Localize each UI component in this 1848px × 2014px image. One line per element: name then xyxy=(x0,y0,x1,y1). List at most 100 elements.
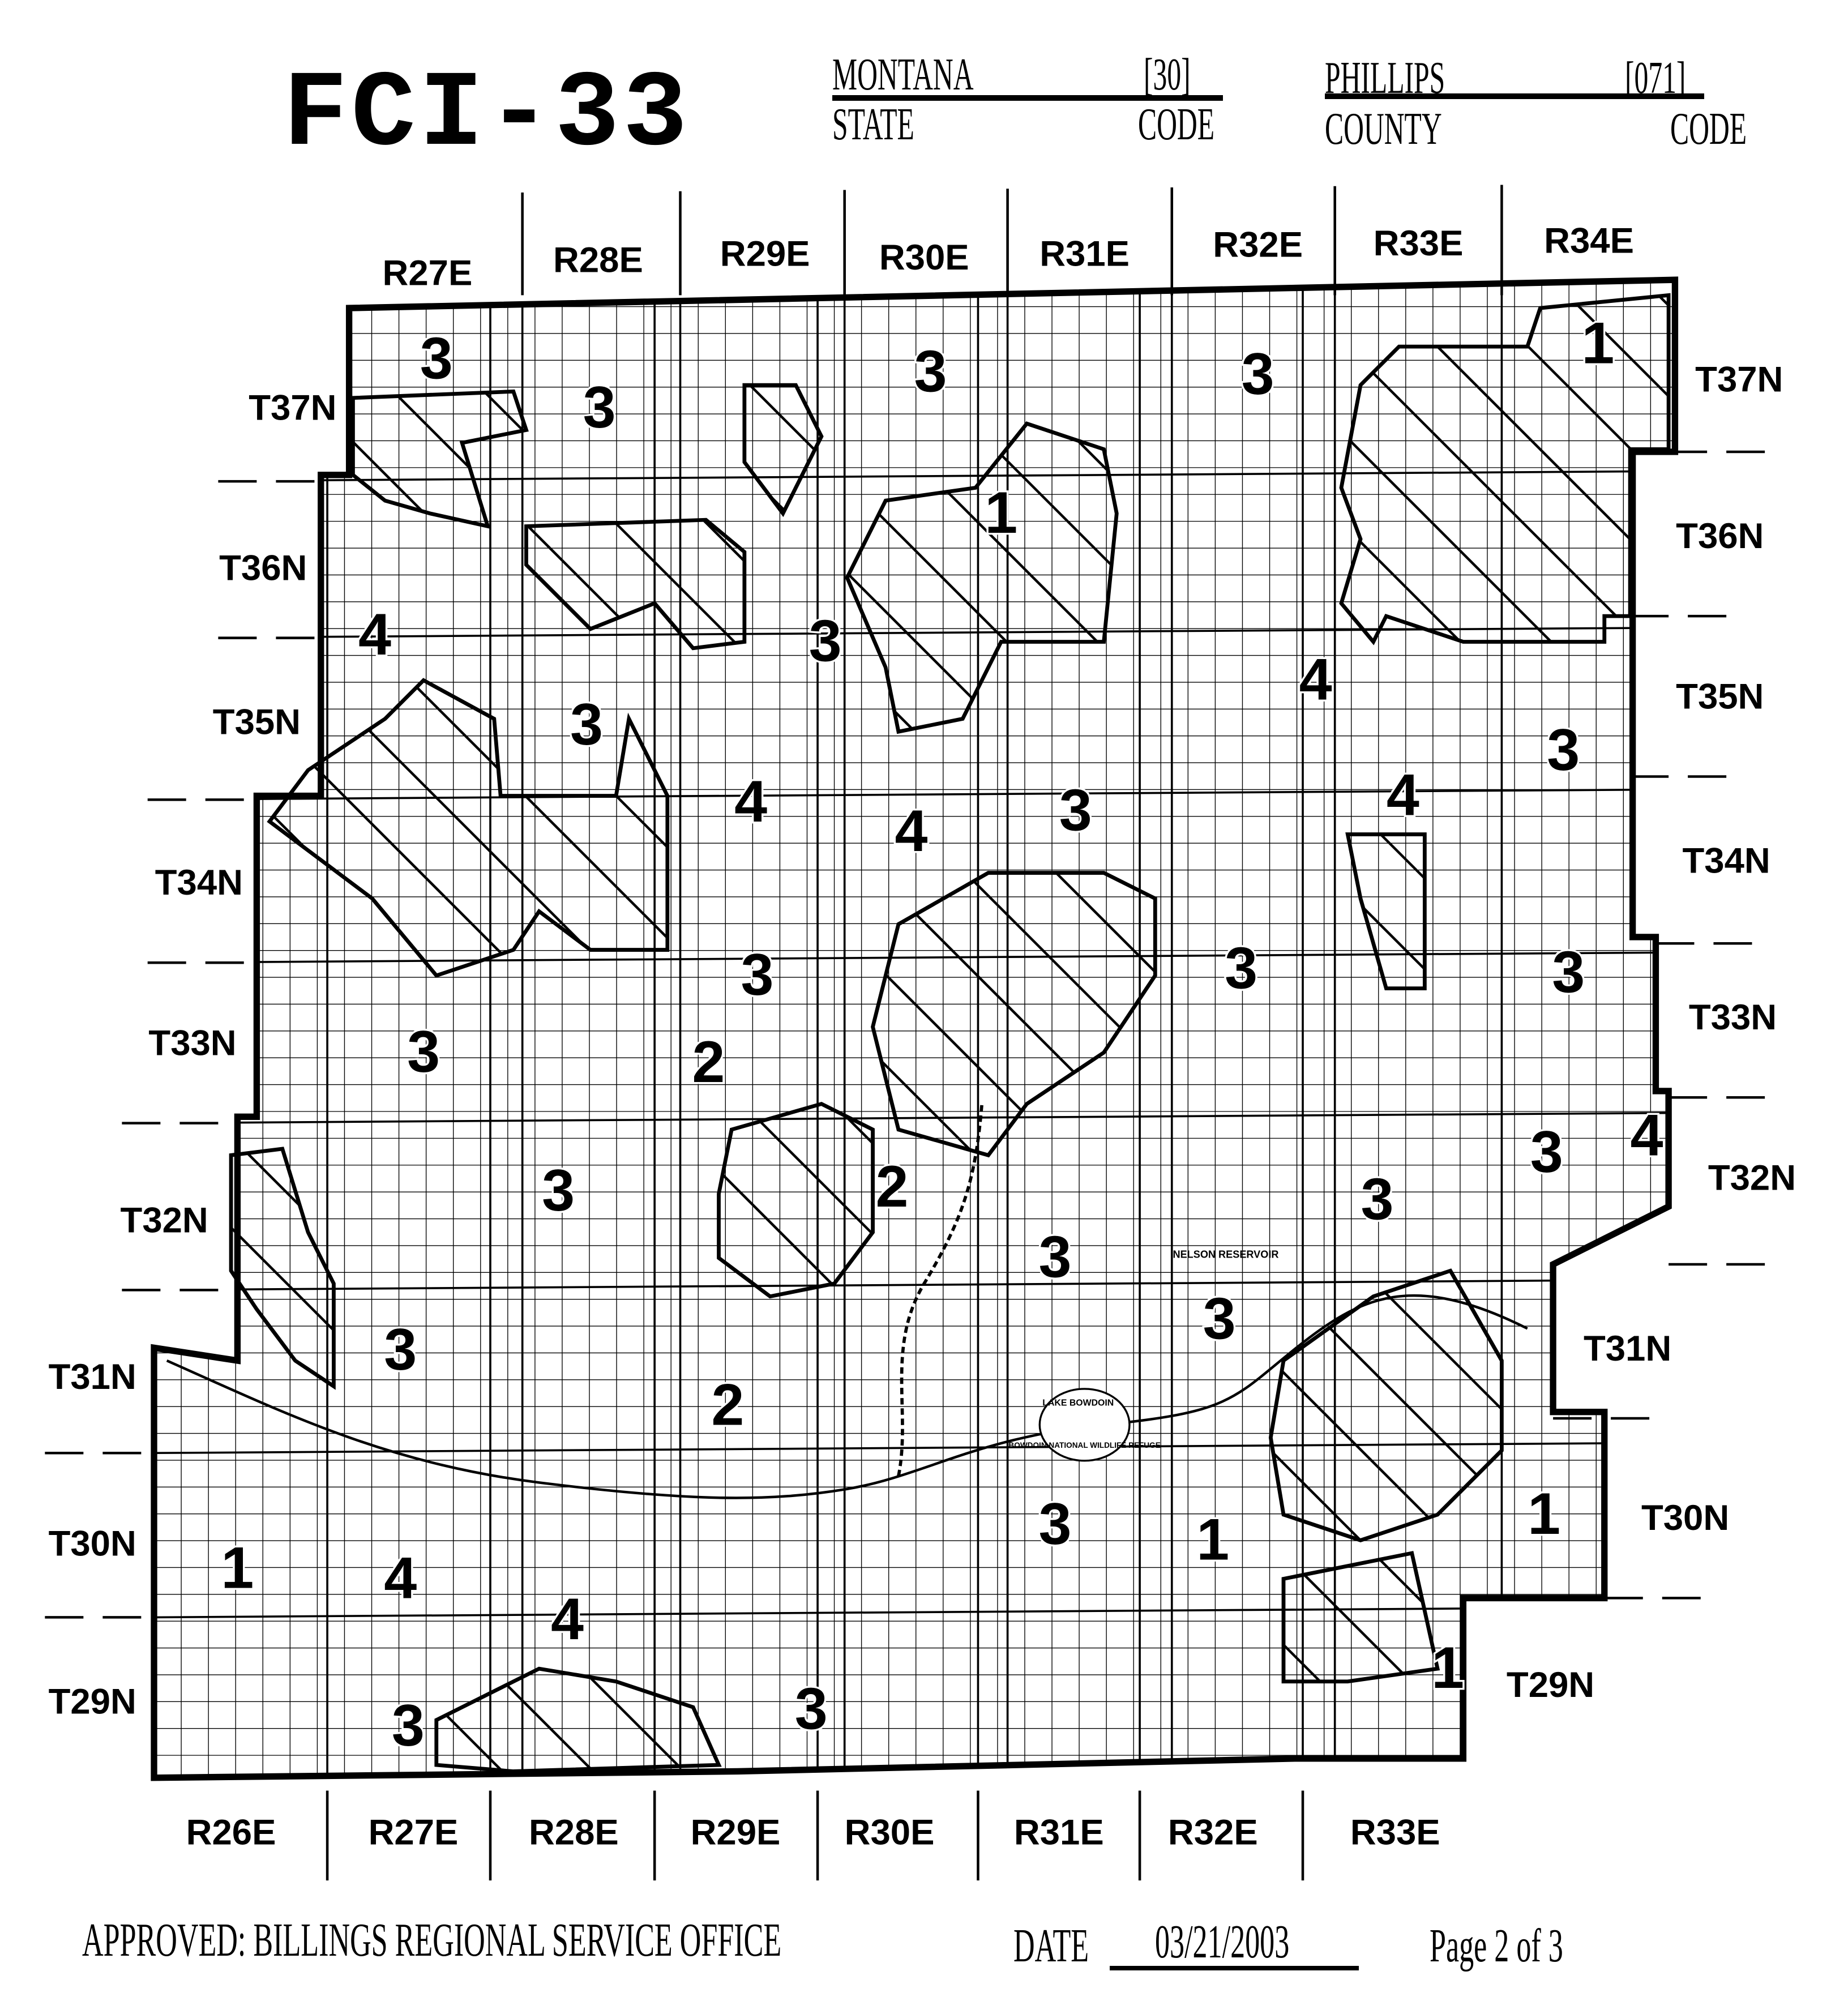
zone-label-3: 3 xyxy=(1242,341,1274,407)
zone-label-3: 3 xyxy=(1361,1167,1393,1233)
zone-label-3: 3 xyxy=(1038,1491,1071,1557)
township-label-left: T31N xyxy=(49,1357,136,1397)
zone-label-4: 4 xyxy=(384,1545,417,1611)
range-label-top: R31E xyxy=(1040,234,1130,273)
hatched-area xyxy=(845,421,1119,734)
zone-label-4: 4 xyxy=(1299,647,1332,713)
hatched-area xyxy=(524,518,747,651)
zone-label-1: 1 xyxy=(1581,311,1614,377)
zone-label-3: 3 xyxy=(1059,778,1092,844)
township-label-left: T37N xyxy=(249,388,336,427)
range-label-top: R27E xyxy=(383,253,473,293)
zone-label-3: 3 xyxy=(542,1158,575,1224)
range-label-top: R34E xyxy=(1544,221,1634,261)
zone-label-3: 3 xyxy=(1225,936,1257,1002)
zone-label-4: 4 xyxy=(358,602,391,668)
hatched-area xyxy=(434,1666,722,1773)
hatched-area xyxy=(351,389,529,529)
zone-label-3: 3 xyxy=(570,692,603,758)
township-label-right: T31N xyxy=(1584,1329,1671,1369)
zone-label-3: 3 xyxy=(1530,1119,1563,1185)
range-label-bottom: R26E xyxy=(186,1813,276,1853)
township-label-right: T37N xyxy=(1695,360,1783,399)
date-label: DATE xyxy=(1013,1919,1089,1972)
township-label-left: T36N xyxy=(219,549,307,588)
township-label-left: T29N xyxy=(49,1682,136,1721)
county-rule xyxy=(1325,93,1704,99)
zone-label-3: 3 xyxy=(1547,717,1580,783)
form-title: FCI-33 xyxy=(283,55,691,177)
hatched-areas xyxy=(229,293,1671,1773)
zone-label-3: 3 xyxy=(407,1019,440,1085)
zone-label-3: 3 xyxy=(1552,939,1585,1005)
range-label-bottom: R27E xyxy=(369,1813,459,1853)
county-code-label: CODE xyxy=(1670,104,1747,154)
range-township-dividers xyxy=(45,185,1785,1881)
hatched-area xyxy=(267,678,670,978)
zone-label-4: 4 xyxy=(734,769,767,835)
township-label-right: T33N xyxy=(1689,998,1777,1037)
township-label-left: T30N xyxy=(49,1524,136,1564)
range-label-top: R29E xyxy=(720,234,810,273)
zone-label-4: 4 xyxy=(1387,763,1419,828)
township-label-left: T33N xyxy=(148,1023,236,1063)
township-label-right: T34N xyxy=(1683,841,1770,881)
zone-label-3: 3 xyxy=(420,326,453,392)
zone-label-3: 3 xyxy=(1203,1286,1236,1352)
hatched-area xyxy=(871,871,1157,1158)
range-label-bottom: R29E xyxy=(691,1813,781,1853)
approved-text: APPROVED: BILLINGS REGIONAL SERVICE OFFI… xyxy=(82,1914,782,1966)
page-number: Page 2 of 3 xyxy=(1430,1919,1563,1972)
zone-label-1: 1 xyxy=(1196,1507,1229,1572)
place-label: NELSON RESERVOIR xyxy=(1173,1249,1278,1260)
zone-label-3: 3 xyxy=(384,1317,417,1383)
zone-label-3: 3 xyxy=(1038,1225,1071,1290)
state-label: STATE xyxy=(832,100,914,149)
county-code: [071] xyxy=(1625,53,1686,103)
zone-label-3: 3 xyxy=(795,1677,828,1742)
zone-label-4: 4 xyxy=(895,798,928,864)
county-name: PHILLIPS xyxy=(1325,53,1445,103)
hatched-area xyxy=(717,1101,875,1299)
milk-river xyxy=(166,1294,1528,1499)
zone-label-3: 3 xyxy=(914,339,947,404)
range-label-top: R33E xyxy=(1374,224,1464,263)
township-line xyxy=(154,1606,1675,1619)
state-code: [30] xyxy=(1144,50,1191,100)
zone-label-4: 4 xyxy=(1631,1102,1663,1168)
hatched-area xyxy=(1339,293,1671,645)
range-label-bottom: R31E xyxy=(1014,1813,1104,1853)
date-rule xyxy=(1110,1966,1359,1970)
lake-bowdoin xyxy=(1038,1388,1131,1462)
zone-label-2: 2 xyxy=(711,1372,744,1438)
township-label-right: T30N xyxy=(1641,1498,1729,1538)
zone-label-1: 1 xyxy=(221,1535,254,1601)
hatched-area xyxy=(1281,1551,1440,1684)
range-label-bottom: R30E xyxy=(845,1813,935,1853)
map-labels: R27E R28E R29E R30E R31E R32E R33E R34E R26E R27E… xyxy=(49,221,1796,1853)
place-label: BOWDOIN NATIONAL WILDLIFE REFUGE xyxy=(1008,1441,1160,1449)
zone-label-4: 4 xyxy=(551,1587,584,1652)
hatched-area xyxy=(742,383,824,518)
zone-label-3: 3 xyxy=(583,375,616,441)
range-label-top: R32E xyxy=(1213,225,1303,264)
state-name: MONTANA xyxy=(832,50,974,100)
state-code-label: CODE xyxy=(1138,100,1215,149)
zone-label-3: 3 xyxy=(392,1693,425,1759)
range-label-top: R30E xyxy=(879,238,969,277)
county-label: COUNTY xyxy=(1325,104,1442,154)
zone-label-3: 3 xyxy=(741,942,774,1008)
range-label-bottom: R33E xyxy=(1350,1813,1440,1853)
zone-label-1: 1 xyxy=(1528,1481,1560,1547)
township-label-right: T32N xyxy=(1708,1158,1796,1198)
zone-label-3: 3 xyxy=(809,609,842,674)
range-label-top: R28E xyxy=(553,241,643,280)
creek xyxy=(897,1104,984,1477)
place-label: LAKE BOWDOIN xyxy=(1042,1398,1114,1408)
county-boundary xyxy=(151,276,1679,1781)
township-label-right: T36N xyxy=(1676,516,1764,556)
range-label-bottom: R28E xyxy=(529,1813,619,1853)
township-label-right: T29N xyxy=(1507,1665,1594,1705)
